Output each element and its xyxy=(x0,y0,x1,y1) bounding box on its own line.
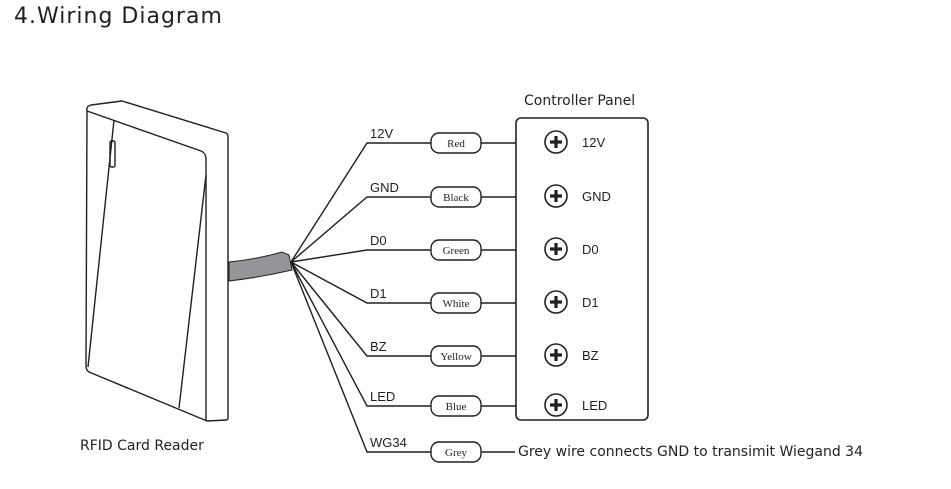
page-title: 4.Wiring Diagram xyxy=(14,4,223,29)
wire-color-label-d1: White xyxy=(443,298,470,310)
terminal-label-bz: BZ xyxy=(582,348,599,363)
reader-cable xyxy=(228,251,293,282)
terminal-plus-glyph-bz xyxy=(550,349,562,361)
wire-label-bz: BZ xyxy=(370,339,387,354)
wire-label-led: LED xyxy=(370,389,395,404)
controller-panel xyxy=(515,117,649,421)
wire-label-12v: 12V xyxy=(370,126,393,141)
wire-color-label-d0: Green xyxy=(443,245,470,257)
terminal-plus-glyph-d0 xyxy=(550,243,562,255)
wire-gnd xyxy=(290,196,431,263)
terminal-label-gnd: GND xyxy=(582,189,611,204)
reader-caption: RFID Card Reader xyxy=(80,438,204,454)
wire-label-wg34: WG34 xyxy=(370,435,407,450)
wire-color-label-gnd: Black xyxy=(443,192,469,204)
wire-label-d1: D1 xyxy=(370,286,387,301)
terminal-plus-glyph-d1 xyxy=(550,296,562,308)
wire-label-gnd: GND xyxy=(370,180,399,195)
wire-color-label-wg34: Grey xyxy=(445,447,467,459)
grey-wire-note: Grey wire connects GND to transimit Wieg… xyxy=(518,444,863,460)
wire-d0 xyxy=(290,249,431,263)
wire-d1 xyxy=(290,261,431,304)
wire-led xyxy=(290,261,431,407)
terminal-label-12v: 12V xyxy=(582,135,605,150)
wire-12v xyxy=(290,142,431,263)
terminal-plus-glyph-12v xyxy=(550,136,562,148)
terminal-label-led: LED xyxy=(582,398,607,413)
terminal-label-d0: D0 xyxy=(582,242,599,257)
wire-color-label-led: Blue xyxy=(446,401,467,413)
wire-color-label-12v: Red xyxy=(447,138,465,150)
wire-label-d0: D0 xyxy=(370,233,387,248)
terminal-label-d1: D1 xyxy=(582,295,599,310)
wire-bz xyxy=(290,261,431,357)
rfid-reader-illustration xyxy=(85,100,229,422)
terminal-plus-glyph-led xyxy=(550,399,562,411)
terminal-plus-glyph-gnd xyxy=(550,190,562,202)
wire-color-label-bz: Yellow xyxy=(440,351,471,363)
controller-panel-title: Controller Panel xyxy=(524,93,635,109)
wire-wg34 xyxy=(290,261,431,453)
